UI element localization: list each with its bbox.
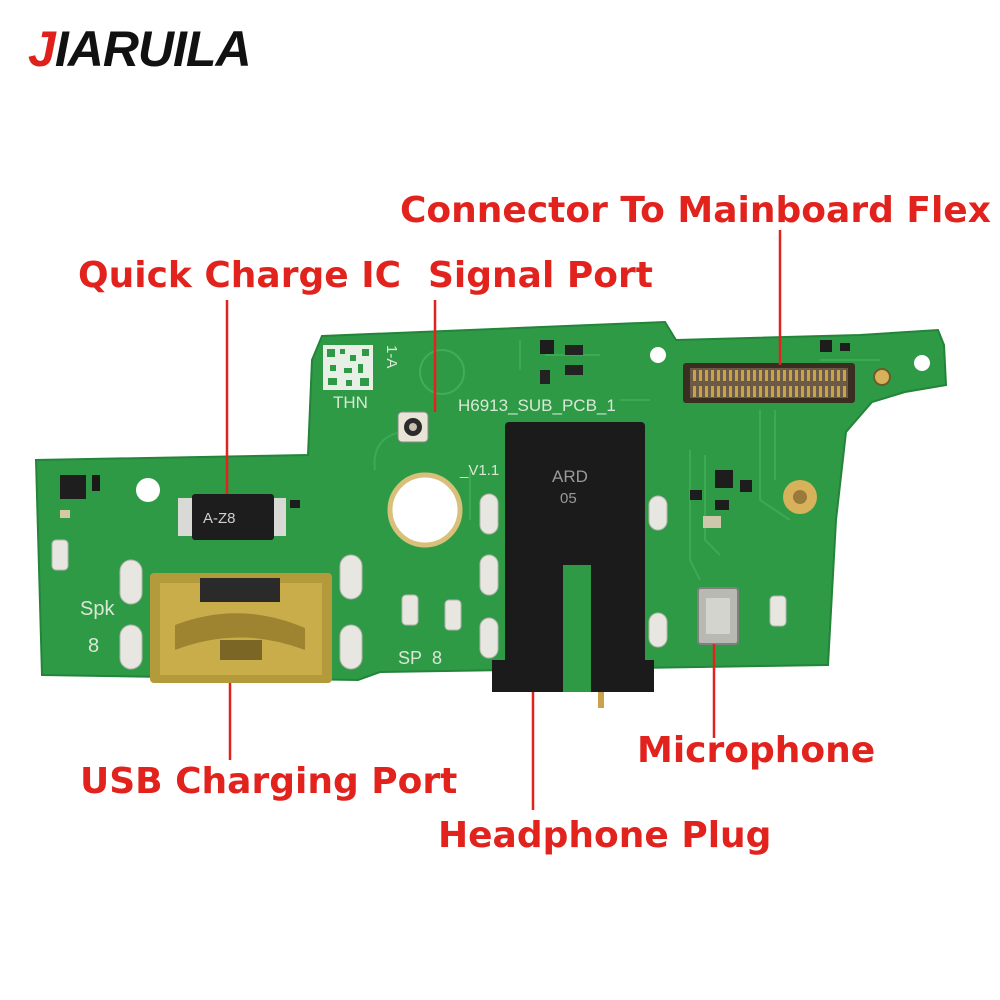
mounting-hole-right	[914, 355, 930, 371]
flex-pin	[831, 370, 834, 381]
silkscreen-sp-num: 8	[432, 648, 442, 668]
flex-pin	[825, 386, 828, 397]
flex-pin	[747, 370, 750, 381]
signal-port-connector	[397, 411, 429, 443]
pcb-traces	[373, 340, 880, 581]
flex-pin	[747, 386, 750, 397]
mounting-hole	[387, 472, 463, 548]
flex-pin	[801, 370, 804, 381]
flex-pin	[825, 370, 828, 381]
flex-pin	[699, 370, 702, 381]
flex-pin	[777, 386, 780, 397]
flex-pin	[759, 370, 762, 381]
silkscreen-text: H6913_SUB_PCB_1 THN _V1.1 Spk 8 SP 8 1-A	[80, 345, 616, 668]
flex-pin	[843, 370, 846, 381]
flex-pin	[837, 386, 840, 397]
label-signal-port: Signal Port	[428, 255, 653, 296]
flex-pin	[771, 386, 774, 397]
callout-leader-lines	[225, 230, 782, 810]
flex-pin	[753, 386, 756, 397]
flex-pin	[765, 370, 768, 381]
ic-marking: A-Z8	[203, 510, 236, 527]
flex-pin	[771, 370, 774, 381]
usb-charging-port	[150, 573, 332, 683]
silkscreen-model: H6913_SUB_PCB_1	[458, 396, 616, 415]
label-headphone-plug: Headphone Plug	[438, 815, 772, 856]
flex-pin	[783, 386, 786, 397]
solder-pads	[51, 493, 787, 670]
flex-pin	[831, 386, 834, 397]
flex-pin	[705, 386, 708, 397]
mounting-hole-left	[136, 478, 160, 502]
brand-logo-first-letter: J	[28, 21, 56, 77]
flex-pin	[735, 370, 738, 381]
flex-pin	[819, 370, 822, 381]
flex-pin	[807, 386, 810, 397]
silkscreen-version: _V1.1	[459, 462, 499, 479]
flex-pin	[693, 370, 696, 381]
flex-pin	[765, 386, 768, 397]
jack-marking-2: 05	[560, 490, 577, 507]
flex-pin	[693, 386, 696, 397]
flex-pin	[795, 386, 798, 397]
headphone-jack	[492, 422, 654, 708]
flex-pin	[711, 386, 714, 397]
label-quick-charge-ic: Quick Charge IC	[78, 255, 402, 296]
flex-pin	[717, 386, 720, 397]
flex-pin	[741, 370, 744, 381]
flex-pin	[777, 370, 780, 381]
flex-pin	[795, 370, 798, 381]
flex-pin	[699, 386, 702, 397]
flex-pin	[789, 386, 792, 397]
flex-pin	[705, 370, 708, 381]
microphone-component	[697, 587, 739, 645]
flex-pin	[801, 386, 804, 397]
flex-pin	[813, 386, 816, 397]
flex-pin	[717, 370, 720, 381]
qr-code	[323, 345, 373, 390]
silkscreen-side: 1-A	[383, 345, 400, 368]
label-microphone: Microphone	[637, 730, 876, 771]
flex-pin	[729, 370, 732, 381]
mounting-hole-top	[650, 347, 666, 363]
mainboard-flex-connector	[683, 363, 855, 403]
flex-pin	[729, 386, 732, 397]
silkscreen-sp: SP	[398, 648, 422, 668]
label-usb-charging-port: USB Charging Port	[80, 761, 458, 802]
flex-pin	[735, 386, 738, 397]
flex-pin	[783, 370, 786, 381]
flex-pin	[759, 386, 762, 397]
flex-pin	[819, 386, 822, 397]
brand-logo: JIARUILA	[28, 21, 252, 77]
flex-pin	[753, 370, 756, 381]
flex-pin	[723, 370, 726, 381]
flex-pin	[741, 386, 744, 397]
smd-components	[60, 340, 850, 528]
gold-pad-right	[873, 368, 891, 386]
flex-pin	[843, 386, 846, 397]
silkscreen-spk-num: 8	[88, 635, 99, 657]
silkscreen-circle	[419, 349, 465, 395]
quick-charge-ic	[178, 494, 286, 540]
label-connector-to-mainboard-flex: Connector To Mainboard Flex	[400, 190, 991, 231]
silkscreen-maker: THN	[333, 393, 368, 412]
silkscreen-spk: Spk	[80, 598, 115, 620]
flex-pin	[813, 370, 816, 381]
jack-marking: ARD	[552, 467, 588, 486]
flex-pin	[711, 370, 714, 381]
flex-pin	[807, 370, 810, 381]
flex-pin	[837, 370, 840, 381]
flex-pin	[723, 386, 726, 397]
flex-pin	[789, 370, 792, 381]
brand-logo-rest: IARUILA	[54, 21, 252, 77]
